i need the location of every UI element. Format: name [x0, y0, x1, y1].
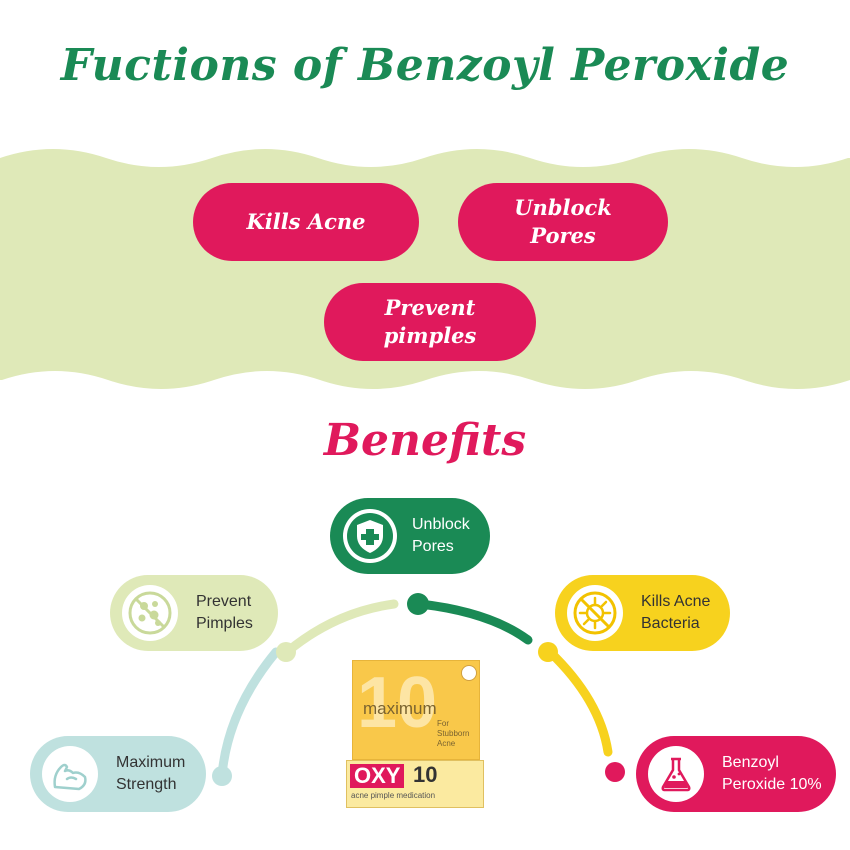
function-pill-kills-acne: Kills Acne: [193, 183, 419, 261]
function-pill-label: Kills Acne: [246, 209, 366, 234]
product-word: maximum: [363, 699, 437, 718]
product-logo: [461, 665, 477, 681]
product-sub: acne pimple medication: [351, 791, 436, 800]
benefit-maximum-strength: Maximum Strength: [30, 736, 206, 812]
bacteria-no-icon: [567, 585, 623, 641]
page-title: Fuctions of Benzoyl Peroxide: [60, 40, 790, 91]
benefit-label: Kills Acne Bacteria: [641, 593, 711, 632]
function-pill-label: Unblock Pores: [514, 195, 612, 248]
shield-cross-icon: [342, 508, 398, 564]
benefit-benzoyl-peroxide: Benzoyl Peroxide 10%: [636, 736, 836, 812]
benefit-label: Unblock Pores: [412, 516, 470, 555]
benefit-kills-acne-bacteria: Kills Acne Bacteria: [555, 575, 730, 651]
muscle-arm-icon: [42, 746, 98, 802]
pimple-no-icon: [122, 585, 178, 641]
benefit-label: Prevent Pimples: [196, 593, 253, 632]
product-box-top: 10 maximum For Stubborn Acne: [352, 660, 480, 760]
product-brand: OXY: [350, 764, 405, 788]
function-pill-prevent-pimples: Prevent pimples: [324, 283, 536, 361]
product-tagline: For Stubborn Acne: [437, 719, 470, 748]
function-pill-label: Prevent pimples: [383, 295, 477, 348]
benefits-title: Benefits: [323, 415, 527, 466]
product-image: 10 maximum For Stubborn Acne OXY 10 acne…: [346, 660, 484, 808]
benefit-label: Benzoyl Peroxide 10%: [722, 754, 822, 793]
product-big-number: 10: [357, 663, 438, 743]
benefit-label: Maximum Strength: [116, 754, 186, 793]
product-box-bottom: OXY 10 acne pimple medication: [346, 760, 484, 808]
function-pill-unblock-pores: Unblock Pores: [458, 183, 668, 261]
benefit-prevent-pimples: Prevent Pimples: [110, 575, 278, 651]
benefit-unblock-pores: Unblock Pores: [330, 498, 490, 574]
flask-icon: [648, 746, 704, 802]
product-brand-number: 10: [413, 762, 438, 787]
